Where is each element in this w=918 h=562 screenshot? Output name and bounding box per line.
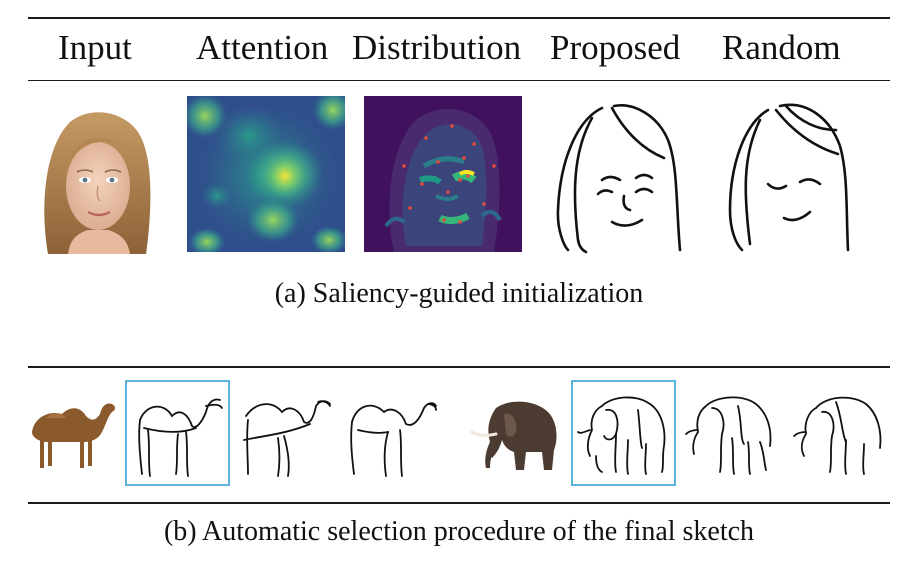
header-input: Input: [58, 28, 132, 67]
top-rule-a: [28, 17, 890, 19]
camel-sketch-selected: [130, 386, 226, 480]
header-random: Random: [722, 28, 841, 67]
header-distribution: Distribution: [352, 28, 522, 67]
distribution-map: [364, 96, 522, 252]
caption-b: (b) Automatic selection procedure of the…: [163, 516, 755, 547]
elephant-sketch-selected: [576, 386, 672, 480]
elephant-sketch-3: [792, 386, 888, 480]
proposed-face-sketch: [552, 100, 687, 255]
header-attention: Attention: [196, 28, 329, 67]
caption-a: (a) Saliency-guided initialization: [274, 278, 644, 309]
elephant-selection-box: [571, 380, 676, 486]
header-proposed: Proposed: [550, 28, 681, 67]
input-face-photo: [30, 108, 160, 254]
elephant-sketch-2: [684, 386, 780, 480]
camel-selection-box: [125, 380, 230, 486]
camel-photo: [22, 392, 118, 472]
mid-rule-b: [28, 502, 890, 504]
random-face-sketch: [722, 100, 857, 255]
top-rule-b: [28, 366, 890, 368]
elephant-photo: [466, 394, 562, 474]
header-rule-a: [28, 80, 890, 81]
camel-sketch-3: [344, 386, 440, 480]
attention-heatmap: [187, 96, 345, 252]
camel-sketch-2: [238, 386, 334, 480]
